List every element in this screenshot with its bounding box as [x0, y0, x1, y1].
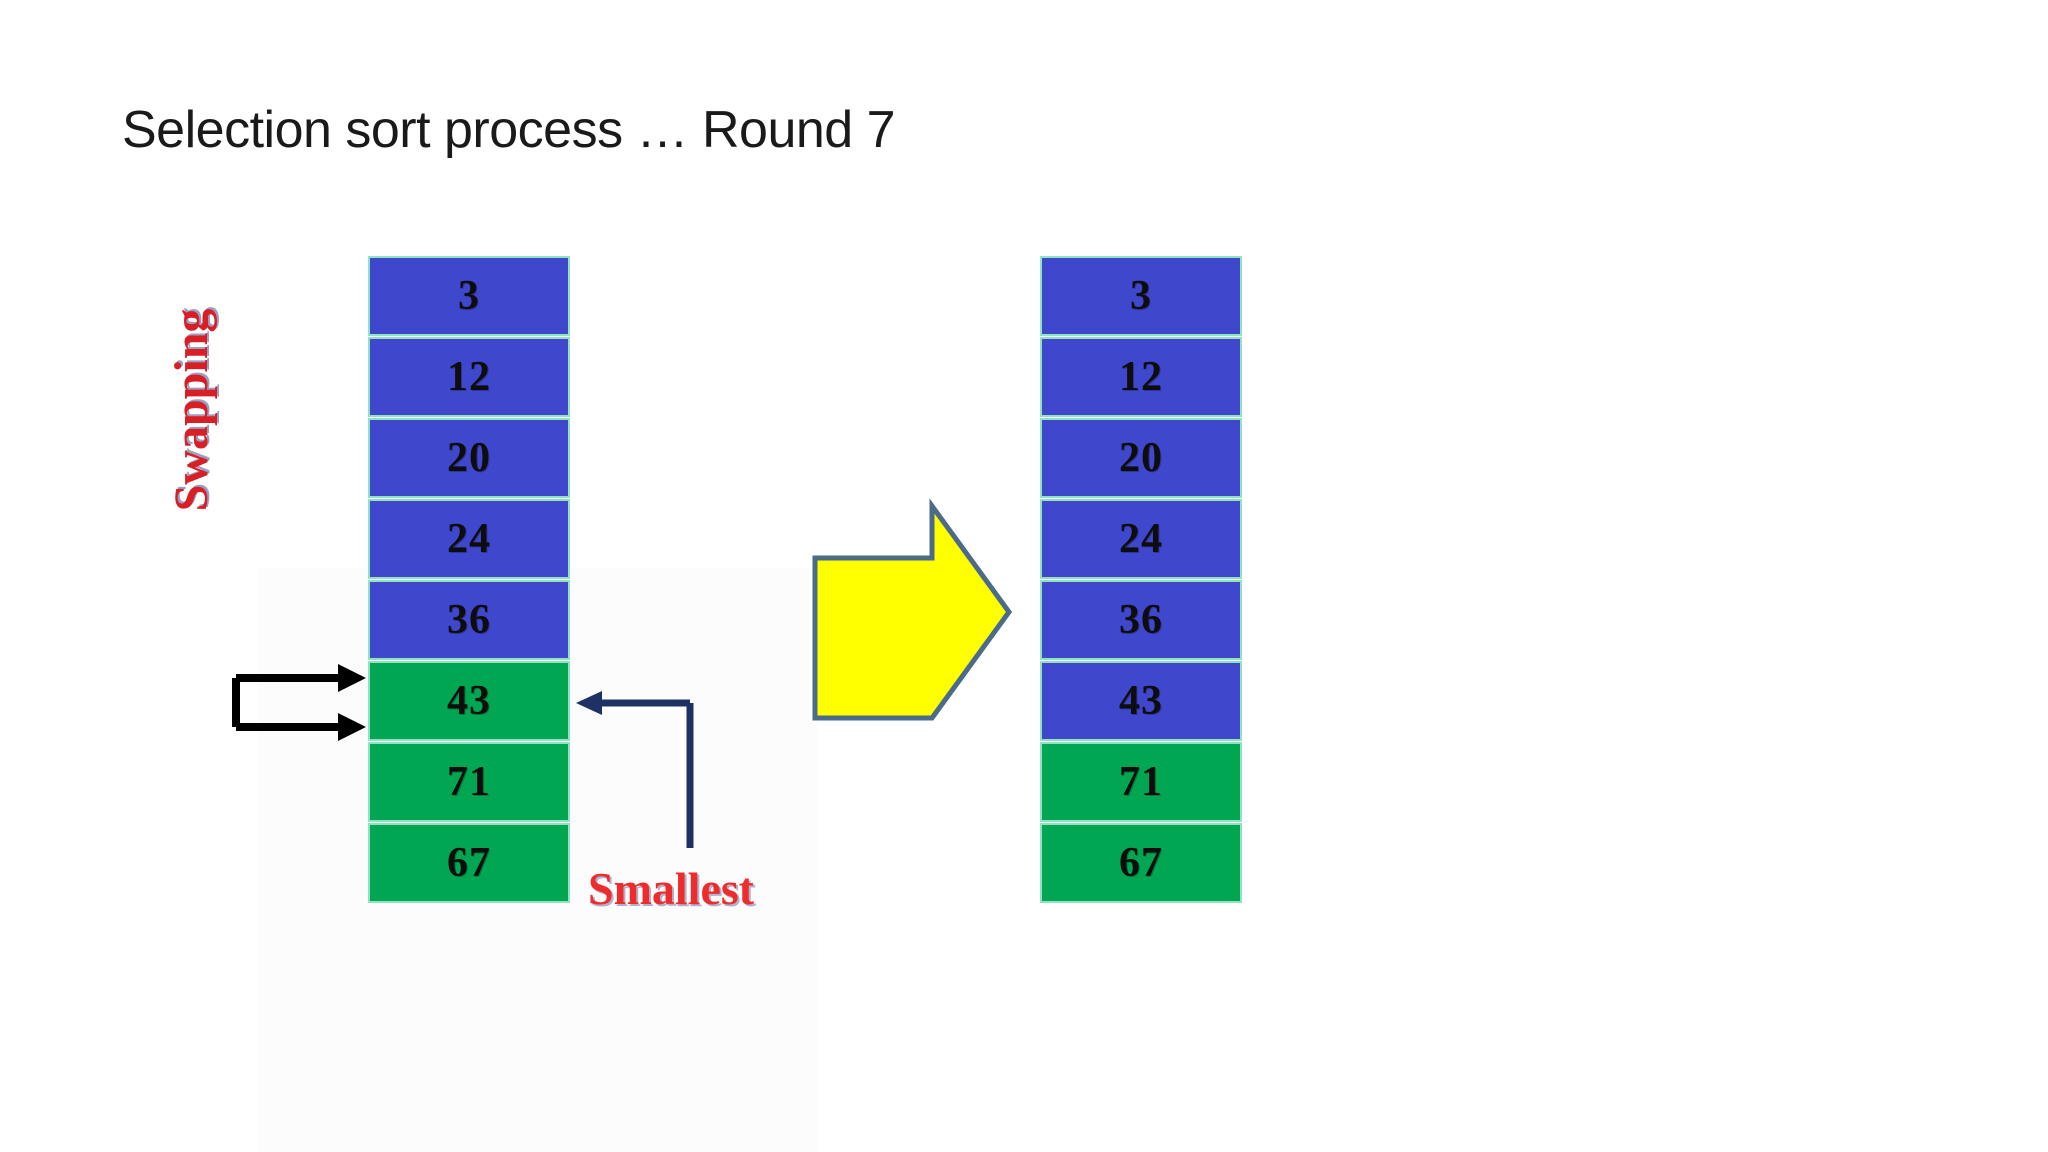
- array-cell: 36: [1040, 580, 1242, 660]
- array-cell: 67: [368, 823, 570, 903]
- page-title: Selection sort process … Round 7: [122, 101, 896, 159]
- array-cell: 12: [368, 337, 570, 417]
- array-cell: 3: [368, 256, 570, 336]
- swapping-annotation: Swapping: [165, 309, 230, 860]
- array-cell: 24: [1040, 499, 1242, 579]
- right-arrow-icon: [812, 498, 1013, 721]
- smallest-label: Smallest: [588, 863, 755, 914]
- array-cell: 36: [368, 580, 570, 660]
- array-cell: 67: [1040, 823, 1242, 903]
- swapping-label: Swapping: [165, 308, 218, 512]
- array-cell: 12: [1040, 337, 1242, 417]
- array-cell: 43: [1040, 661, 1242, 741]
- swap-arrows-icon: [232, 664, 366, 741]
- array-cell: 20: [1040, 418, 1242, 498]
- array-cell: 43: [368, 661, 570, 741]
- array-cell: 24: [368, 499, 570, 579]
- array-cell: 71: [1040, 742, 1242, 822]
- array-cell: 20: [368, 418, 570, 498]
- array-cell: 3: [1040, 256, 1242, 336]
- array-cell: 71: [368, 742, 570, 822]
- smallest-pointer-arrow-icon: [576, 691, 694, 848]
